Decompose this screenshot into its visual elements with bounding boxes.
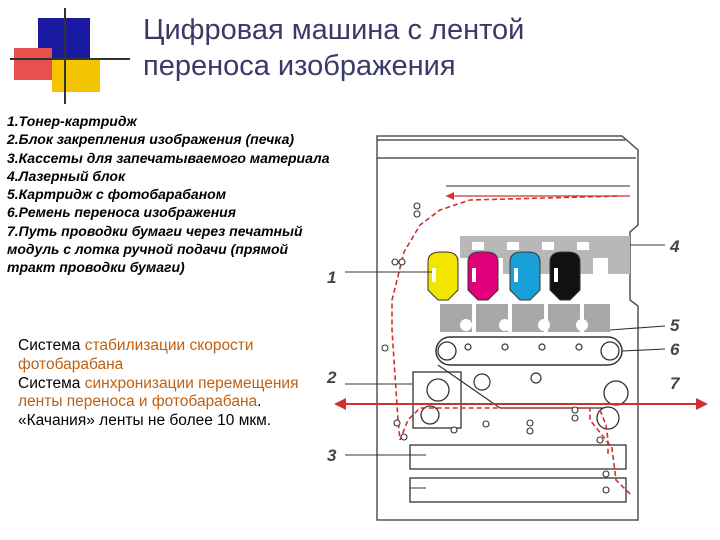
belt-roller-right [600, 341, 620, 361]
paper-path-return [599, 409, 609, 455]
title-line-2: переноса изображения [143, 50, 456, 82]
toner-cartridge-black [549, 251, 581, 301]
cassette-2 [409, 477, 627, 503]
callout-1: 1 [327, 268, 336, 287]
note-1-text: Система [18, 337, 85, 354]
top-arrow-head [446, 192, 454, 200]
legend-item-6: 6.Ремень переноса изображения [7, 204, 236, 221]
feed-roller [596, 406, 620, 430]
leader-6 [621, 348, 666, 352]
callout-6: 6 [670, 340, 680, 359]
legend-item-2: 2.Блок закрепления изображения (печка) [7, 131, 295, 148]
deco-vertical-line [64, 8, 66, 104]
cassette-1 [409, 444, 627, 470]
deco-red-square [14, 48, 52, 80]
note-2-text: Система [18, 374, 85, 392]
legend-item-5: 5.Картридж с фотобарабаном [7, 186, 227, 203]
feed-arrow-right-head [696, 398, 708, 410]
callout-4: 4 [669, 237, 680, 256]
callout-2: 2 [326, 368, 337, 387]
toner-cartridge-magenta-highlight [472, 268, 476, 282]
legend-item-3: 3.Кассеты для запечатываемого материала [7, 149, 330, 166]
fuser-unit [412, 371, 462, 429]
leader-5 [609, 325, 666, 331]
toner-cartridge-yellow-highlight [432, 268, 436, 282]
toner-cartridge-black-highlight [554, 268, 558, 282]
belt-roller-left [437, 341, 457, 361]
title-line-1: Цифровая машина с лентой [143, 14, 525, 46]
registration-roller [603, 380, 629, 406]
fuser-roller-bottom [420, 405, 440, 425]
legend-item-4: 4.Лазерный блок [7, 167, 126, 184]
callout-7: 7 [670, 374, 681, 393]
legend-item-7-cont-1: модуль с лотка ручной подачи (прямой [7, 241, 289, 258]
toner-cartridge-cyan-highlight [514, 268, 518, 282]
feed-arrow-left-head [334, 398, 346, 410]
toner-cartridge-cyan [509, 251, 541, 301]
page-title: Цифровая машина с лентой переноса изобра… [143, 12, 603, 84]
note-2-highlight: синхронизации перемещения ленты переноса… [18, 374, 299, 411]
note-2: Система синхронизации перемещения ленты … [18, 375, 343, 413]
note-2-end: . [257, 393, 262, 411]
notes-block: Система стабилизации скорости фотобараба… [18, 337, 343, 431]
laser-unit-slots [472, 242, 589, 250]
legend-item-7-cont-2: тракт проводки бумаги) [7, 259, 185, 276]
callout-5: 5 [670, 316, 680, 335]
legend-item-1: 1.Тонер-картридж [7, 113, 137, 129]
deco-horizontal-line [10, 58, 130, 60]
note-1-highlight: стабилизации скорости фотобарабана [18, 337, 254, 373]
toner-cartridges [427, 251, 581, 301]
fuser-roller-top [426, 378, 450, 402]
guide-rollers [381, 202, 610, 494]
legend-item-7: 7.Путь проводки бумаги через печатный [7, 222, 303, 239]
legend-list: 1.Тонер-картридж 2.Блок закрепления изоб… [7, 112, 382, 277]
drum-units [440, 304, 610, 332]
toner-cartridge-magenta [467, 251, 499, 301]
callout-3: 3 [327, 446, 337, 465]
toner-cartridge-yellow [427, 251, 459, 301]
belt-small-rollers [464, 343, 583, 391]
note-1: Система стабилизации скорости фотобараба… [18, 337, 343, 375]
note-3: «Качания» ленты не более 10 мкм. [18, 412, 272, 430]
deco-yellow-square [52, 58, 100, 92]
transfer-belt [435, 336, 623, 366]
